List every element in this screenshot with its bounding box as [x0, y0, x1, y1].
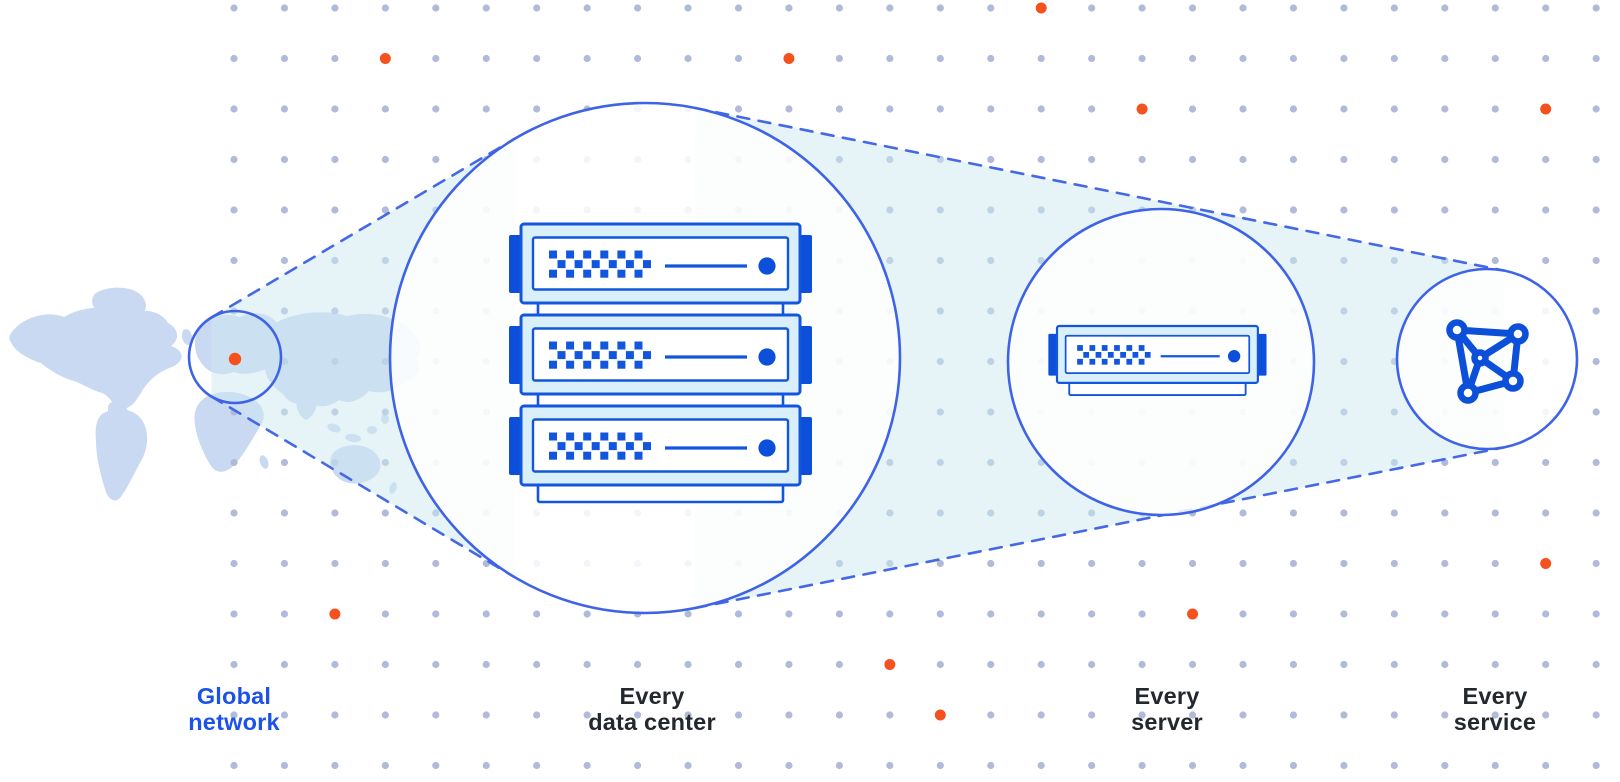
map-location-dot: [228, 352, 242, 366]
server-icon: [1048, 324, 1267, 397]
stage-label-every-data-center: Every data center: [482, 683, 822, 735]
stage-label-every-server: Every server: [997, 683, 1337, 735]
stage-label-line1: Every: [619, 683, 685, 709]
stage-label-every-service: Every service: [1325, 683, 1620, 735]
stage-label-line1: Every: [1134, 683, 1200, 709]
stage-label-line2: server: [1131, 708, 1203, 735]
network-mesh-icon: [1446, 319, 1529, 404]
stage-label-line2: network: [188, 708, 280, 735]
stage-label-line2: service: [1453, 708, 1537, 735]
map-focus-circle: [187, 309, 283, 405]
server-rack-icon: [509, 222, 812, 504]
stage-label-global-network: Global network: [64, 683, 404, 735]
stage-label-line2: data center: [588, 708, 716, 735]
stage-label-line1: Every: [1462, 683, 1528, 709]
zoom-dashed-lines: [210, 106, 1507, 610]
stage-label-line1: Global: [196, 683, 272, 709]
